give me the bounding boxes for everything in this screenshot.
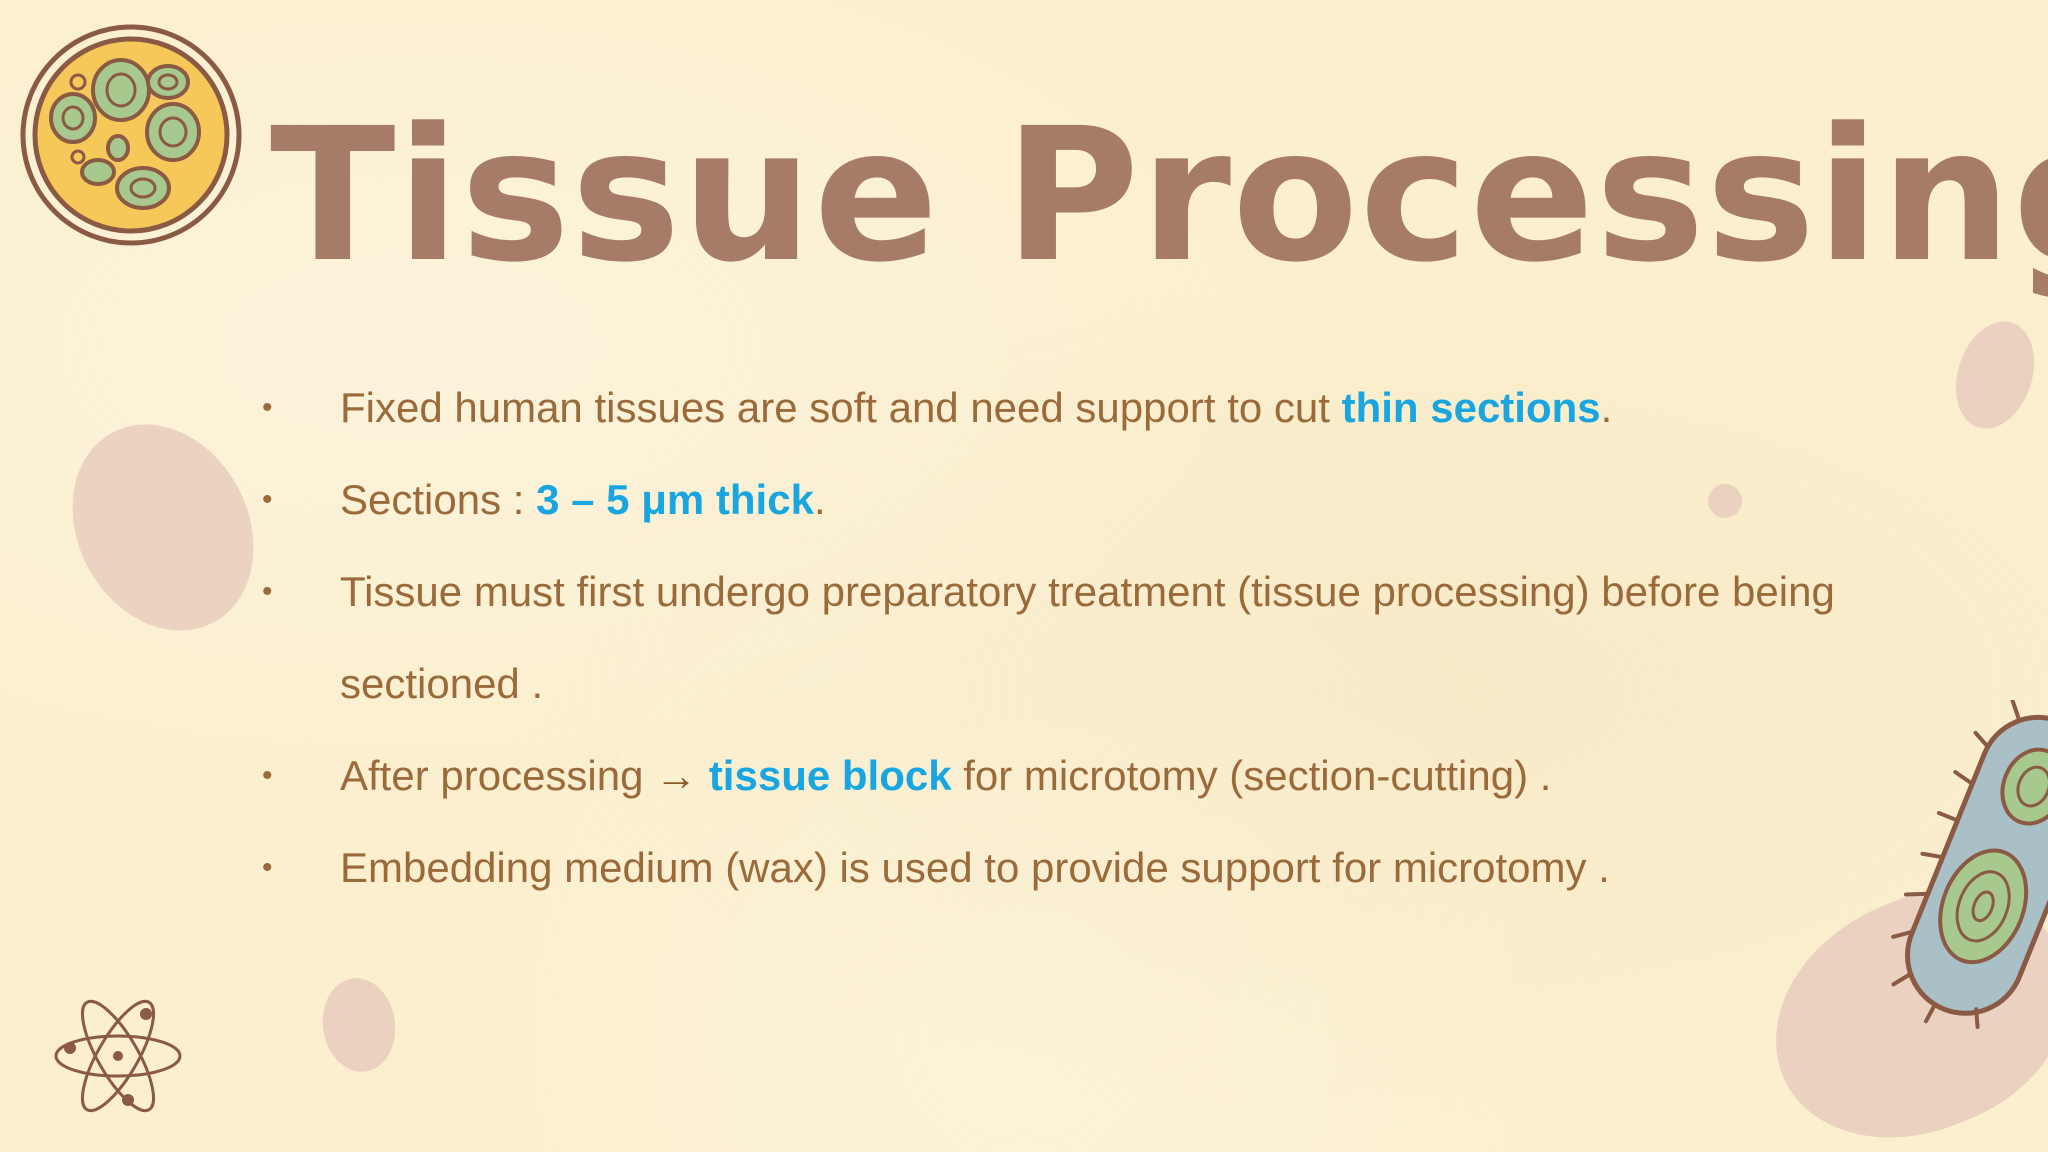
bullet-text: Embedding medium (wax) is used to provid… [340,844,1610,891]
bullet-text: . [1600,384,1613,431]
highlighted-term: 3 – 5 μm thick [536,476,814,523]
highlighted-term: thin sections [1341,384,1601,431]
bullet-text: Fixed human tissues are soft and need su… [340,384,1342,431]
bullet-item: • Sections : 3 – 5 μm thick. [262,454,1922,546]
slide-title: Tissue Processing [270,89,2048,303]
decorative-dot [1708,484,1742,518]
bullet-text: . [813,476,826,523]
bullet-item: • After processing → tissue block for mi… [262,730,1922,822]
bullet-text: After processing [340,752,656,799]
highlighted-term: tissue block [697,752,952,799]
decorative-blob [37,392,289,663]
bullet-symbol: • [262,851,273,884]
decorative-blob [316,973,402,1077]
bullet-text: for microtomy (section-cutting) . [951,752,1552,799]
bacteria-icon [1891,700,2048,1030]
bullet-text: Sections : [340,476,537,523]
right-arrow-icon: → [655,752,698,799]
bullet-symbol: • [262,759,273,792]
bullet-list: • Fixed human tissues are soft and need … [262,362,1922,914]
bullet-item: • Fixed human tissues are soft and need … [262,362,1922,454]
bullet-text: Tissue must first undergo preparatory tr… [340,568,1835,707]
cell-icon [20,24,242,246]
bullet-item: • Tissue must first undergo preparatory … [262,546,1922,730]
bullet-symbol: • [262,391,273,424]
bullet-symbol: • [262,483,273,516]
bullet-symbol: • [262,575,273,608]
decorative-blob [1942,311,2048,439]
bullet-item: • Embedding medium (wax) is used to prov… [262,822,1922,914]
atom-icon [54,999,182,1113]
